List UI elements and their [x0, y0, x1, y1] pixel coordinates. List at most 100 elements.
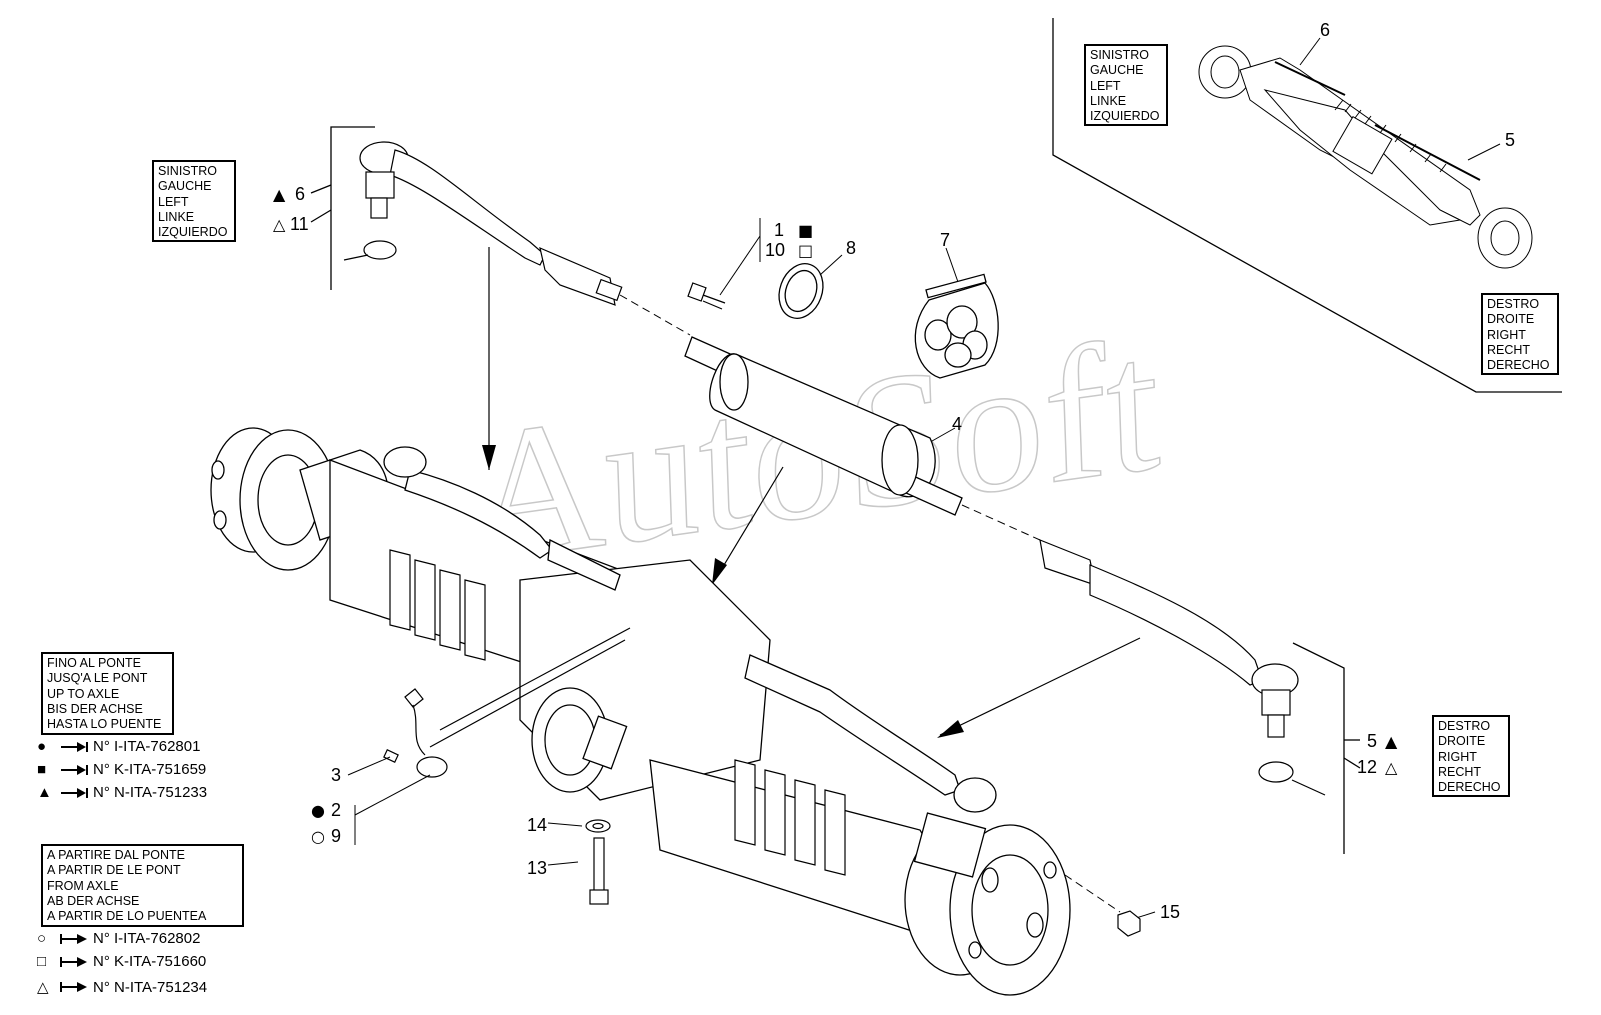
left-rod-dashed [619, 294, 691, 336]
serial-text: N° I-ITA-762802 [93, 930, 201, 947]
symbol-12: △ [1385, 758, 1398, 777]
symbol-6: ▲ [273, 185, 286, 204]
callout-7: 7 [940, 230, 950, 250]
nut-15 [1117, 910, 1141, 937]
box-line: RIGHT [1438, 749, 1477, 764]
cylinder-dashed [961, 504, 1041, 541]
callout-13: 13 [527, 858, 547, 878]
box-line: DESTRO [1438, 719, 1491, 733]
main-axle [210, 427, 1071, 996]
inset-leaders [1299, 37, 1501, 161]
box-line: DERECHO [1487, 358, 1550, 373]
steering-cylinder-4 [684, 336, 963, 516]
box-line: LINKE [158, 209, 195, 224]
box-line: A PARTIRE DAL PONTE [47, 848, 186, 862]
box-line: LINKE [1090, 93, 1127, 108]
callout-6-main: 6 [295, 184, 305, 204]
callout-symbols: ■ □ ▲ △ ▲ △ ● ○ [273, 185, 1398, 846]
left-tie-rod [343, 141, 623, 306]
callout-8: 8 [846, 238, 856, 258]
box-line: JUSQ'A LE PONT [47, 671, 148, 686]
sensor-2 [383, 688, 448, 778]
callout-3: 3 [331, 765, 341, 785]
inset-axle [1198, 45, 1533, 269]
box-line: DROITE [1487, 312, 1535, 327]
serial-until-2: ■ N° K-ITA-751659 [37, 761, 206, 778]
symbol-1: ■ [798, 221, 813, 240]
box-line: LEFT [1090, 78, 1121, 93]
arrow-stop-icon [59, 787, 89, 799]
serial-symbol: □ [37, 953, 47, 970]
box-line: FROM AXLE [47, 878, 119, 893]
callout-numbers: 1 10 8 7 4 6 11 6 5 5 12 3 2 9 14 13 15 [290, 20, 1515, 922]
box-line: AB DER ACHSE [47, 893, 140, 908]
callout-10: 10 [765, 240, 785, 260]
serial-text: N° K-ITA-751659 [93, 761, 207, 778]
box-line: RECHT [1487, 342, 1531, 357]
serial-from-2: □ N° K-ITA-751660 [37, 953, 206, 970]
until-axle-box: FINO AL PONTE JUSQ'A LE PONT UP TO AXLE … [41, 652, 174, 735]
box-line: LEFT [158, 194, 189, 209]
left-assembly-arrowhead [482, 445, 496, 470]
box-line: GAUCHE [158, 179, 212, 194]
ring-8 [778, 263, 824, 319]
seal-kit-7 [914, 273, 999, 379]
start-arrow-icon [59, 981, 89, 993]
bolt-13 [589, 837, 609, 905]
box-line: GAUCHE [1090, 63, 1144, 78]
box-line: A PARTIR DE LE PONT [47, 863, 181, 878]
box-line: IZQUIERDO [158, 225, 228, 240]
symbol-9: ○ [311, 827, 325, 846]
box-line: DESTRO [1487, 297, 1540, 311]
box-line: IZQUIERDO [1090, 109, 1160, 124]
serial-text: N° K-ITA-751660 [93, 953, 207, 970]
callout-4: 4 [952, 414, 962, 434]
box-line: UP TO AXLE [47, 686, 120, 701]
cylinder-arrow [714, 466, 784, 581]
box-line: FINO AL PONTE [47, 656, 142, 670]
symbol-5: ▲ [1385, 732, 1398, 751]
bolt-1 [687, 282, 726, 310]
callout-5-inset: 5 [1505, 130, 1515, 150]
serial-until-1: ● N° I-ITA-762801 [37, 738, 200, 755]
serial-from-1: ○ N° I-ITA-762802 [37, 930, 200, 947]
serial-symbol: ○ [37, 930, 47, 947]
serial-symbol: △ [37, 979, 49, 996]
cylinder-arrowhead [712, 558, 727, 585]
serial-text: N° N-ITA-751234 [93, 978, 208, 996]
serial-text: N° N-ITA-751233 [93, 784, 208, 801]
arrow-stop-icon [59, 764, 89, 776]
start-arrow-icon [59, 956, 89, 968]
box-line: BIS DER ACHSE [47, 701, 143, 716]
left-bracket [310, 126, 375, 290]
callout-11: 11 [290, 214, 309, 234]
serial-symbol: ■ [37, 761, 47, 778]
serial-from-3: △ N° N-ITA-751234 [37, 978, 208, 997]
callout-12: 12 [1357, 757, 1377, 777]
serial-until-3: ▲ N° N-ITA-751233 [37, 784, 207, 801]
callout-14: 14 [527, 815, 547, 835]
right-side-box-inset: DESTRO DROITE RIGHT RECHT DERECHO [1481, 293, 1559, 375]
callout-1: 1 [774, 220, 784, 240]
box-line: A PARTIR DE LO PUENTEA [47, 909, 207, 924]
beam-ribs [389, 549, 846, 876]
callout-15: 15 [1160, 902, 1180, 922]
box-line: SINISTRO [1090, 48, 1150, 62]
left-side-box-main: SINISTRO GAUCHE LEFT LINKE IZQUIERDO [152, 160, 236, 242]
left-side-box-inset: SINISTRO GAUCHE LEFT LINKE IZQUIERDO [1084, 44, 1168, 126]
symbol-11: △ [273, 215, 286, 234]
box-line: RECHT [1438, 764, 1482, 779]
inset-frame [1052, 18, 1562, 393]
callout-9: 9 [331, 826, 341, 846]
box-line: DERECHO [1438, 780, 1501, 795]
serial-symbol: ▲ [37, 784, 52, 801]
symbol-2: ● [311, 801, 325, 820]
from-axle-box: A PARTIRE DAL PONTE A PARTIR DE LE PONT … [41, 844, 244, 927]
nut-dashed [1064, 874, 1121, 913]
box-line: RIGHT [1487, 327, 1526, 342]
right-tie-rod [1039, 539, 1326, 796]
serial-text: N° I-ITA-762801 [93, 738, 201, 755]
arrow-stop-icon [59, 741, 89, 753]
serial-symbol: ● [37, 738, 47, 755]
